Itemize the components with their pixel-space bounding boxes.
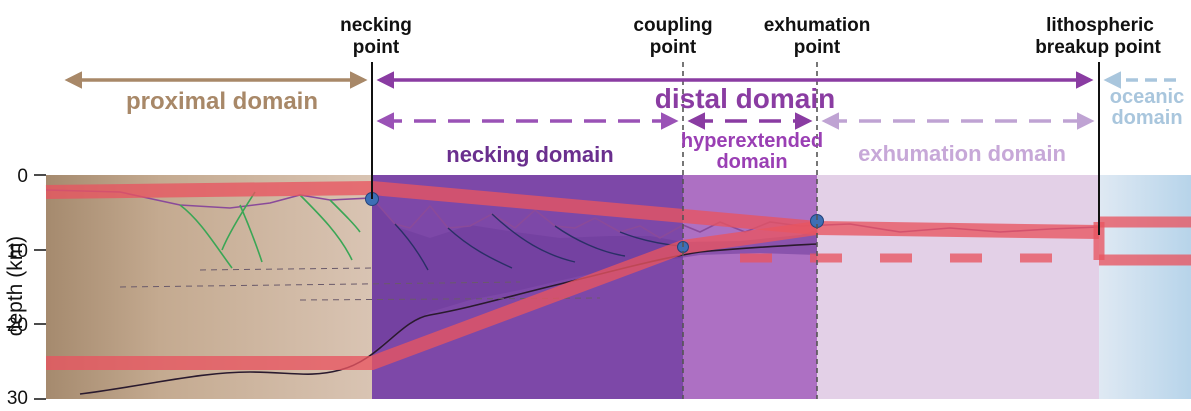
- proximal-faults: [179, 191, 361, 269]
- hyperextended-domain-label-2: domain: [716, 151, 787, 173]
- necking-point-label-2: point: [353, 37, 400, 58]
- oceanic-band: [1099, 175, 1191, 399]
- tick-30: 30: [7, 388, 28, 406]
- necking-point-label-1: necking: [340, 15, 412, 36]
- lower-crust-line: [79, 243, 818, 395]
- oceanic-domain-label-2: domain: [1111, 107, 1182, 129]
- tick-20: 20: [7, 315, 28, 336]
- red-model-lines: [45, 180, 1191, 370]
- depth-axis: 0 10 20 30 depth (km): [4, 166, 46, 409]
- hyperextended-domain-label-1: hyperextended: [681, 130, 823, 152]
- depth-axis-label: depth (km): [4, 236, 27, 336]
- exhumation-domain-label: exhumation domain: [858, 141, 1066, 166]
- necking-domain-label: necking domain: [446, 142, 613, 167]
- crust-body: [372, 198, 817, 352]
- exhumation-point-label-1: exhumation: [764, 15, 871, 36]
- coupling-point-label-1: coupling: [633, 15, 712, 36]
- distal-domain-label: distal domain: [655, 83, 835, 114]
- proximal-domain-label: proximal domain: [126, 88, 318, 115]
- hyperextended-band: [683, 175, 817, 399]
- breakup-point-label-2: breakup point: [1035, 37, 1161, 58]
- tick-10: 10: [7, 241, 28, 262]
- tick-0: 0: [17, 166, 28, 187]
- exhumation-band: [817, 175, 1099, 399]
- coupling-point-label-2: point: [650, 37, 697, 58]
- exhumation-point-label-2: point: [794, 37, 841, 58]
- oceanic-domain-label-1: oceanic: [1110, 86, 1184, 108]
- breakup-point-label-1: lithospheric: [1046, 15, 1154, 36]
- dash-markers: [119, 267, 601, 301]
